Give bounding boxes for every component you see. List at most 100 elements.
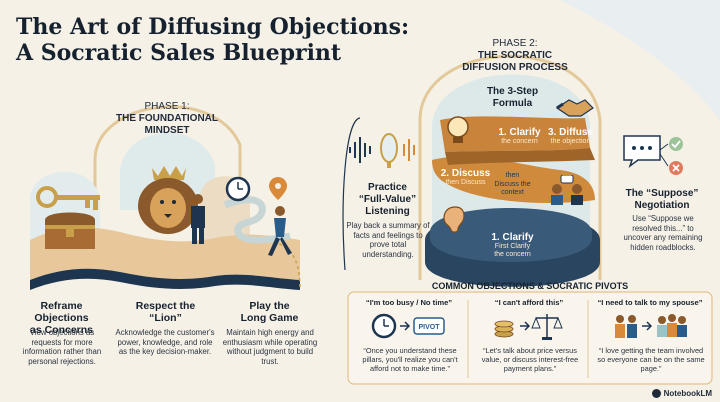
phase2-title-2: DIFFUSION PROCESS	[462, 62, 568, 73]
long-game-heading: Play the Long Game	[222, 300, 317, 324]
lion-icon	[138, 166, 198, 234]
objection-afford-body: “Let's talk about price versus value, or…	[481, 346, 579, 374]
step-clarify-bottom-sub-1: First Clarify	[494, 243, 531, 250]
objection-afford-title: “I can't afford this”	[494, 298, 564, 307]
notebooklm-logo-icon	[651, 389, 661, 398]
step-discuss-label: 2. Discuss	[440, 168, 491, 179]
discuss-context-line-3: context	[501, 189, 524, 196]
phase1-platform-base	[30, 268, 300, 290]
objections-box	[347, 291, 713, 385]
long-game-heading-line-1: Play the	[249, 300, 290, 312]
page-title: The Art of Diffusing Objections: A Socra…	[16, 14, 436, 66]
sound-wave-icon	[349, 137, 371, 163]
team-arrow-icon	[642, 321, 653, 331]
respect-heading-line-2: “Lion”	[149, 312, 182, 324]
formula-heading: The 3-Step Formula	[480, 86, 545, 110]
winding-road	[223, 196, 291, 244]
key-icon	[36, 186, 100, 210]
sound-wave-mirror-icon	[349, 133, 415, 168]
step-diffuse-label: 3. Diffuse	[547, 127, 593, 138]
sound-wave-right-icon	[403, 139, 415, 161]
couple-icon	[615, 315, 637, 338]
formula-heading-line-1: The 3-Step	[486, 86, 539, 97]
objection-arrow-icon	[520, 321, 531, 331]
phase2-label: PHASE 2: THE SOCRATIC DIFFUSION PROCESS	[455, 38, 575, 74]
chat-decision-icon	[623, 135, 683, 175]
phase1-number: PHASE 1:	[144, 101, 190, 112]
phase1-arch-outer	[93, 105, 242, 205]
reframe-heading-line-1: Reframe Objections	[34, 300, 89, 324]
pivot-tag-box	[413, 317, 445, 335]
step-clarify-top-sub: the concern	[501, 138, 538, 145]
spiral-top-tier	[440, 116, 590, 152]
handshake-icon	[555, 99, 594, 117]
crown-icon	[152, 166, 186, 180]
step-clarify-bottom-sub-2: the concern	[494, 251, 531, 258]
practice-heading: Practice “Full-Value” Listening	[350, 182, 425, 218]
phase2-bracket-line	[342, 117, 361, 271]
clock-icon	[225, 176, 251, 202]
key-chest-icon	[36, 186, 100, 249]
long-game-icon	[225, 176, 292, 256]
notebooklm-label: NotebookLM	[663, 389, 712, 398]
respect-body: Acknowledge the customer's power, knowle…	[115, 328, 215, 356]
spiral-top-edge	[445, 148, 595, 165]
scale-icon	[531, 314, 563, 340]
respect-heading: Respect the “Lion”	[118, 300, 213, 324]
objection-spouse-title: “I need to talk to my spouse”	[597, 298, 703, 307]
arrow-icon	[400, 321, 411, 331]
objections-title: COMMON OBJECTIONS & SOCRATIC PIVOTS	[431, 281, 629, 291]
step-discuss-sub: then Discuss	[445, 179, 486, 186]
people-team-icon	[615, 314, 687, 338]
team-group-icon	[657, 314, 687, 337]
phase1-label: PHASE 1: THE FOUNDATIONAL MINDSET	[112, 101, 222, 137]
reframe-heading-line-2: as Concerns	[29, 324, 94, 336]
corner-blob	[560, 0, 720, 120]
practice-body: Play back a summary of facts and feeling…	[346, 221, 430, 259]
phase1-title-2: MINDSET	[144, 125, 190, 136]
speech-bubble-icon	[623, 135, 661, 169]
objection-spouse-body: “I love getting the team involved so eve…	[597, 346, 705, 374]
formula-heading-line-2: Formula	[492, 98, 533, 109]
walking-man-icon	[268, 206, 292, 256]
check-icon	[669, 137, 683, 151]
objection-busy-body: “Once you understand these pillars, you'…	[362, 346, 458, 374]
discuss-context-line-2: Discuss the	[494, 180, 531, 188]
pivot-tag-text: PIVOT	[418, 324, 440, 331]
phase2-arch-outer	[418, 54, 602, 280]
step-diffuse-sub: the objection	[550, 138, 591, 145]
objection-busy-title: “I'm too busy / No time”	[365, 298, 453, 307]
step-clarify-bottom-label: 1. Clarify	[491, 232, 534, 243]
discuss-context-line-1: then	[505, 172, 520, 179]
coins-icon	[494, 320, 514, 338]
step-clarify-top: 1. Clarify the concern	[492, 127, 547, 146]
coins-scale-icon	[494, 314, 563, 340]
long-game-body: Maintain high energy and enthusiasm whil…	[222, 328, 318, 366]
practice-heading-line-2: “Full-Value”	[358, 194, 417, 205]
title-line-2: A Socratic Sales Blueprint	[16, 40, 342, 66]
mirror-icon	[380, 133, 398, 168]
reframe-heading: Reframe Objections as Concerns	[14, 300, 109, 336]
step-clarify-bottom: 1. Clarify First Clarify the concern	[475, 232, 550, 259]
title-line-1: The Art of Diffusing Objections:	[16, 14, 410, 40]
suppose-heading-line-2: Negotiation	[634, 200, 690, 211]
lightbulb-icon	[447, 116, 469, 143]
notebooklm-badge: NotebookLM	[651, 389, 712, 398]
step-clarify-top-label: 1. Clarify	[498, 127, 541, 138]
location-pin-icon	[269, 177, 287, 200]
long-game-heading-line-2: Long Game	[240, 312, 299, 324]
spiral-bottom-tier	[430, 208, 592, 262]
step-diffuse: 3. Diffuse the objection	[543, 127, 598, 146]
suppose-heading: The “Suppose” Negotiation	[612, 188, 712, 212]
people-chat-icon	[551, 175, 583, 205]
businessman-icon	[191, 194, 205, 244]
phase2-number: PHASE 2:	[492, 38, 538, 49]
respect-heading-line-1: Respect the	[135, 300, 196, 312]
suppose-body: Use “Suppose we resolved this...” to unc…	[623, 214, 703, 252]
phase2-title-1: THE SOCRATIC	[477, 50, 553, 61]
step-discuss-context: then Discuss the context	[480, 172, 545, 198]
chest-icon	[45, 212, 95, 249]
reframe-body: View objections as requests for more inf…	[22, 328, 102, 366]
practice-heading-line-3: Listening	[365, 206, 410, 217]
